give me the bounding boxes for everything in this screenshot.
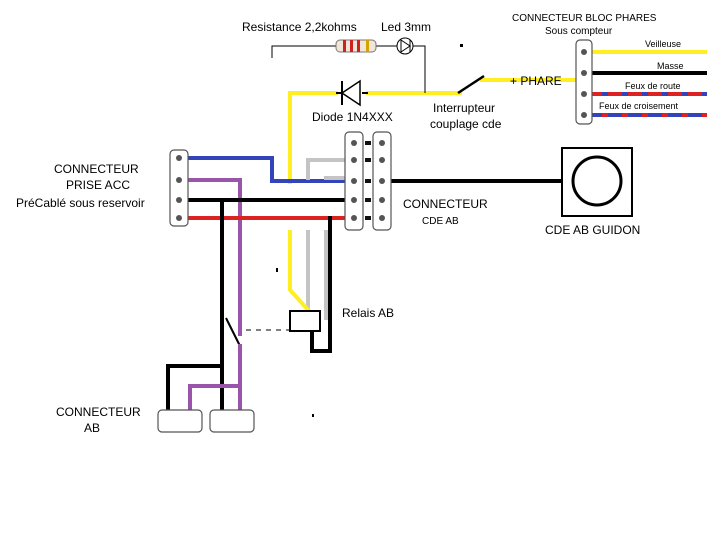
label-relais: Relais AB <box>342 306 394 320</box>
cde-ab-connector <box>344 131 392 231</box>
bloc-phares-connector <box>575 39 593 125</box>
yellow-relay-wire <box>288 230 313 315</box>
label-bloc-phares-line1: CONNECTEUR BLOC PHARES <box>512 13 657 24</box>
label-veilleuse: Veilleuse <box>645 39 681 49</box>
label-cde-line1: CONNECTEUR <box>403 197 488 211</box>
label-switch-line2: couplage cde <box>430 117 502 131</box>
switch <box>457 44 485 95</box>
grey-wires <box>306 158 347 320</box>
ab-connector-left <box>157 409 203 433</box>
label-feux-route: Feux de route <box>625 81 681 91</box>
led-branch-wire <box>271 45 426 93</box>
relay-black-wire <box>310 216 332 353</box>
label-bloc-phares-line2: Sous compteur <box>545 26 613 37</box>
cde-ab-guidon-button <box>561 147 633 217</box>
relay-coil <box>289 310 321 332</box>
resistor <box>335 39 377 53</box>
label-prise-line3: PréCablé sous reservoir <box>16 196 145 210</box>
led <box>396 37 414 55</box>
diode <box>336 79 368 107</box>
label-switch-line1: Interrupteur <box>433 101 495 115</box>
label-cde-line2: CDE AB <box>422 216 459 227</box>
bloc-phares-wires <box>588 50 707 117</box>
prise-to-cde-wires <box>186 156 347 227</box>
stray-mark <box>312 414 314 417</box>
label-masse: Masse <box>657 61 684 71</box>
label-prise-line2: PRISE ACC <box>66 178 130 192</box>
label-resistance: Resistance 2,2kohms <box>242 20 357 34</box>
label-prise-line1: CONNECTEUR <box>54 162 139 176</box>
label-guidon: CDE AB GUIDON <box>545 223 640 237</box>
label-led: Led 3mm <box>381 20 431 34</box>
prise-acc-connector <box>169 149 189 227</box>
label-feux-croisement: Feux de croisement <box>599 101 679 111</box>
ab-wires <box>166 223 290 414</box>
stray-mark <box>276 268 278 272</box>
label-phare: + PHARE <box>510 74 562 88</box>
label-diode: Diode 1N4XXX <box>312 110 393 124</box>
label-ab-line2: AB <box>84 421 100 435</box>
label-ab-line1: CONNECTEUR <box>56 405 141 419</box>
ab-connector-right <box>209 409 255 433</box>
